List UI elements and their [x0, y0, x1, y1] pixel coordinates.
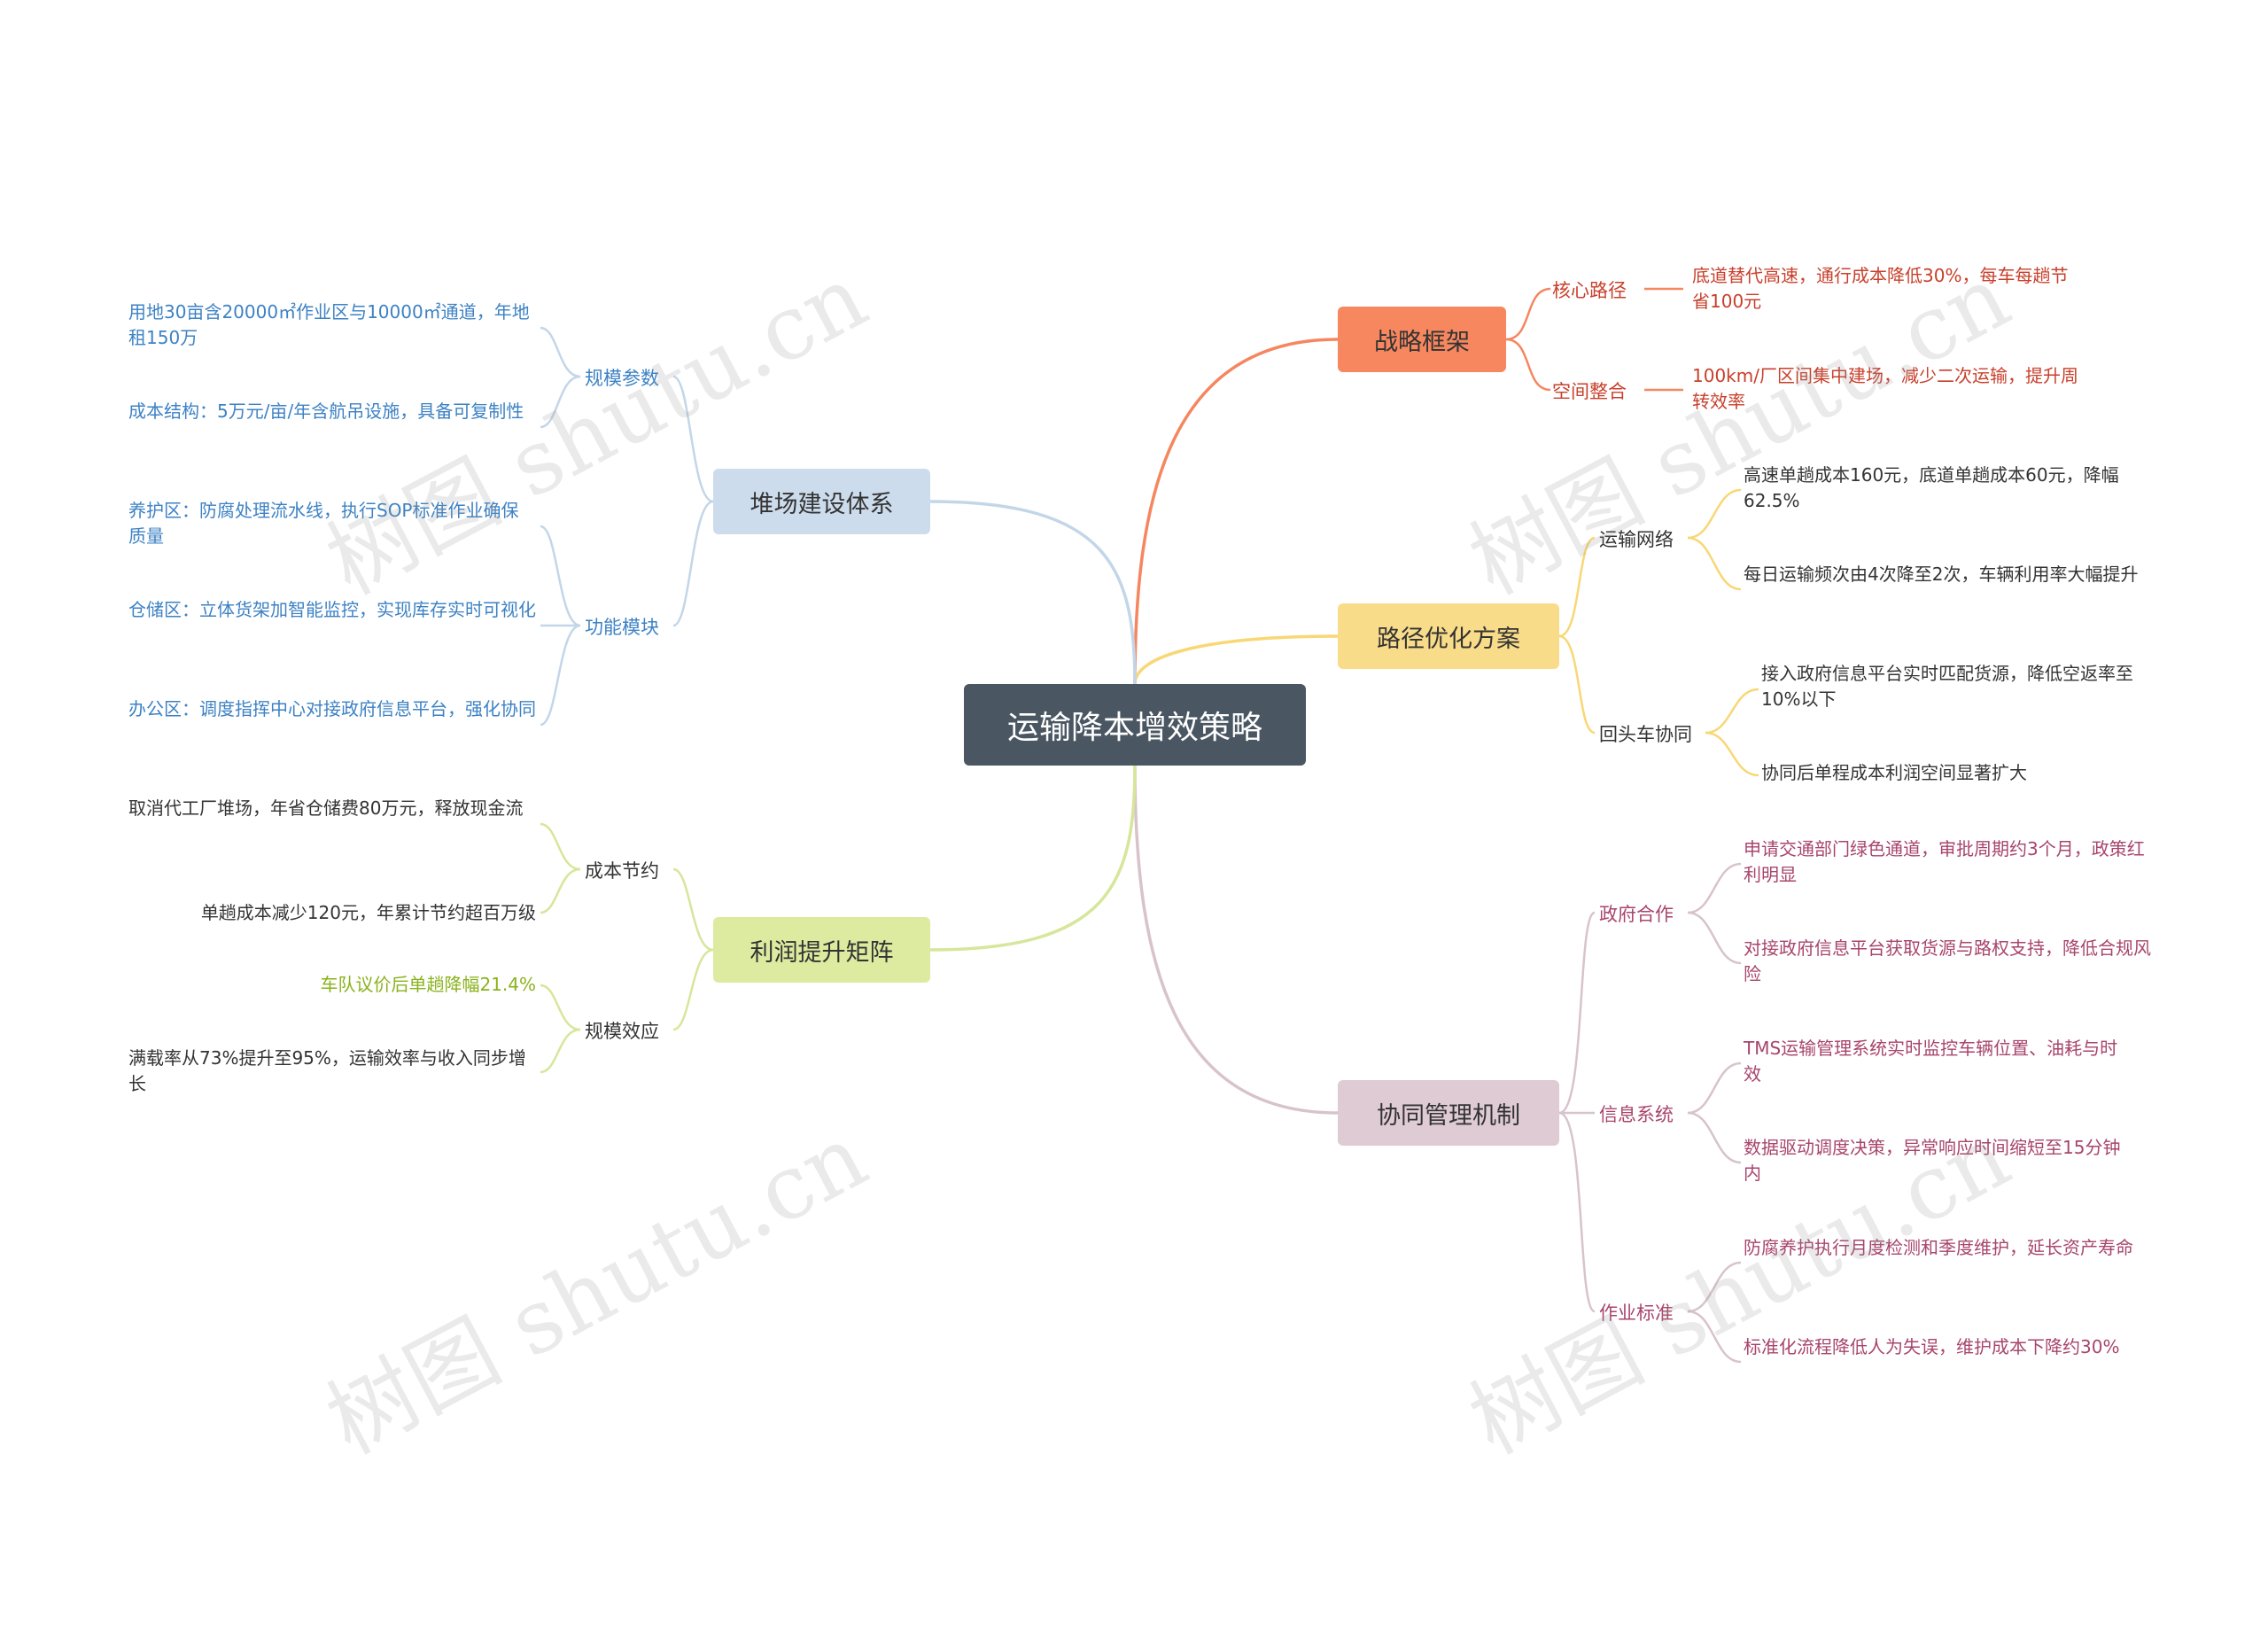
leaf-info-system-2[interactable]: 数据驱动调度决策，异常响应时间缩短至15分钟内 [1744, 1137, 2121, 1184]
leaf-transport-network-2[interactable]: 每日运输频次由4次降至2次，车辆利用率大幅提升 [1744, 564, 2139, 585]
root-topic[interactable]: 运输降本增效策略 [964, 684, 1306, 766]
subtopic-core-path[interactable]: 核心路径 [1552, 280, 1627, 301]
leaf-transport-network-1[interactable]: 高速单趟成本160元，底道单趟成本60元，降幅62.5% [1744, 464, 2119, 511]
leaf-info-system-1[interactable]: TMS运输管理系统实时监控车辆位置、油耗与时效 [1744, 1038, 2118, 1085]
leaf-scale-params-2[interactable]: 成本结构：5万元/亩/年含航吊设施，具备可复制性 [128, 400, 524, 422]
branch-route-optimization[interactable]: 路径优化方案 [1338, 603, 1559, 669]
leaf-operation-standard-1[interactable]: 防腐养护执行月度检测和季度维护，延长资产寿命 [1744, 1237, 2133, 1258]
leaf-cost-saving-2[interactable]: 单趟成本减少120元，年累计节约超百万级 [200, 902, 536, 923]
branch-yard-construction[interactable]: 堆场建设体系 [713, 469, 930, 534]
subtopic-gov-cooperation[interactable]: 政府合作 [1599, 904, 1674, 925]
leaf-scale-effect-2[interactable]: 满载率从73%提升至95%，运输效率与收入同步增长 [128, 1047, 526, 1094]
subtopic-space-integration[interactable]: 空间整合 [1552, 381, 1627, 402]
subtopic-transport-network[interactable]: 运输网络 [1599, 529, 1674, 550]
leaf-function-modules-3[interactable]: 办公区：调度指挥中心对接政府信息平台，强化协同 [128, 698, 536, 719]
subtopic-scale-params[interactable]: 规模参数 [585, 368, 659, 389]
subtopic-cost-saving[interactable]: 成本节约 [585, 860, 659, 882]
subtopic-operation-standard[interactable]: 作业标准 [1599, 1303, 1674, 1324]
branch-profit-matrix[interactable]: 利润提升矩阵 [713, 917, 930, 983]
leaf-backhaul-collab-2[interactable]: 协同后单程成本利润空间显著扩大 [1761, 762, 2027, 783]
subtopic-backhaul-collab[interactable]: 回头车协同 [1599, 724, 1692, 745]
leaf-function-modules-1[interactable]: 养护区：防腐处理流水线，执行SOP标准作业确保质量 [128, 500, 519, 547]
subtopic-info-system[interactable]: 信息系统 [1599, 1104, 1674, 1125]
leaf-cost-saving-1[interactable]: 取消代工厂堆场，年省仓储费80万元，释放现金流 [128, 797, 524, 819]
branch-strategy-framework[interactable]: 战略框架 [1338, 307, 1506, 372]
branch-collab-management[interactable]: 协同管理机制 [1338, 1080, 1559, 1146]
subtopic-scale-effect[interactable]: 规模效应 [585, 1021, 659, 1042]
leaf-core-path-1[interactable]: 底道替代高速，通行成本降低30%，每车每趟节省100元 [1692, 265, 2069, 312]
subtopic-function-modules[interactable]: 功能模块 [585, 617, 659, 638]
leaf-operation-standard-2[interactable]: 标准化流程降低人为失误，维护成本下降约30% [1744, 1336, 2120, 1357]
leaf-backhaul-collab-1[interactable]: 接入政府信息平台实时匹配货源，降低空返率至10%以下 [1761, 663, 2133, 710]
leaf-scale-params-1[interactable]: 用地30亩含20000㎡作业区与10000㎡通道，年地租150万 [128, 301, 530, 348]
leaf-space-integration-1[interactable]: 100km/厂区间集中建场，减少二次运输，提升周转效率 [1692, 365, 2078, 412]
leaf-gov-cooperation-1[interactable]: 申请交通部门绿色通道，审批周期约3个月，政策红利明显 [1744, 838, 2145, 885]
leaf-scale-effect-1[interactable]: 车队议价后单趟降幅21.4% [320, 974, 536, 995]
leaf-function-modules-2[interactable]: 仓储区：立体货架加智能监控，实现库存实时可视化 [128, 599, 536, 620]
leaf-gov-cooperation-2[interactable]: 对接政府信息平台获取货源与路权支持，降低合规风险 [1744, 937, 2151, 984]
